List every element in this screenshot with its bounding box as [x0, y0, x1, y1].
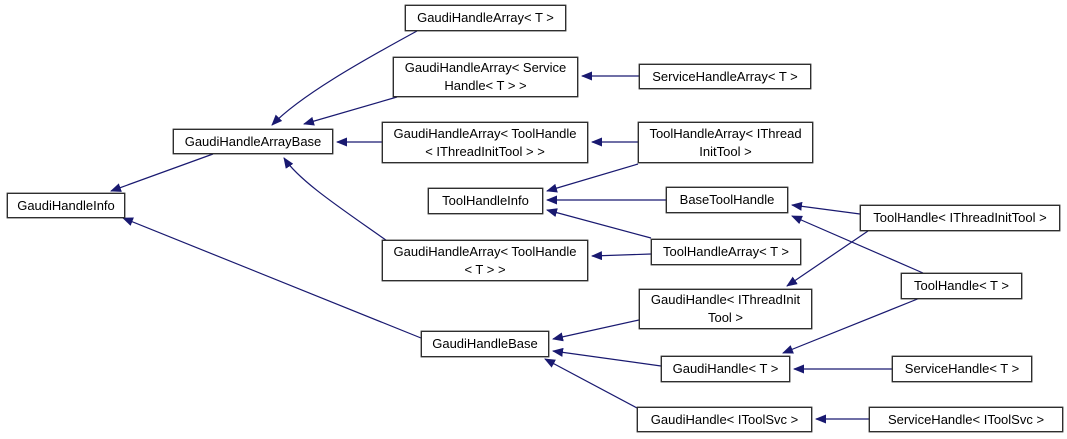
- inheritance-arrow-tool-handle-array-ithreadinittool-to-tool-handle-info: [546, 163, 639, 193]
- class-node-service-handle-t[interactable]: ServiceHandle< T >: [892, 356, 1032, 382]
- class-label-line: ToolHandle< T >: [914, 278, 1009, 293]
- inheritance-arrow-gaudi-handle-itoolsvc-to-gaudi-handle-base: [544, 358, 638, 409]
- inheritance-arrow-tool-handle-t-to-gaudi-handle-t: [782, 297, 921, 354]
- inheritance-arrow-tool-handle-ithreadinittool-to-gaudi-handle-ithreadinittool: [786, 230, 869, 287]
- class-node-gaudi-handle-itoolsvc[interactable]: GaudiHandle< IToolSvc >: [637, 407, 812, 432]
- class-label-line: GaudiHandleArray< Service: [404, 60, 567, 75]
- class-label-line: ServiceHandle< IToolSvc >: [887, 411, 1045, 427]
- class-label-line: < IThreadInitTool > >: [425, 143, 545, 159]
- class-label-line: GaudiHandleArray< ToolHandle: [393, 125, 577, 141]
- class-label-line: GaudiHandle< IThreadInit: [650, 292, 801, 307]
- class-node-base-tool-handle[interactable]: BaseToolHandle: [666, 187, 788, 213]
- class-node-gaudi-handle-array-base[interactable]: GaudiHandleArrayBase: [173, 129, 333, 154]
- class-label-line: ServiceHandleArray< T >: [652, 68, 798, 84]
- inheritance-arrow-gaudi-handle-t-to-gaudi-handle-base: [552, 347, 662, 367]
- class-node-gaudi-handle-array-tool-handle-ithreadinittool[interactable]: GaudiHandleArray< ToolHandle < IThreadIni…: [382, 122, 588, 163]
- class-label-line: ToolHandleArray< T >: [663, 244, 789, 259]
- class-label-line: Handle< T > >: [444, 78, 527, 93]
- class-label-line: InitTool >: [699, 143, 752, 159]
- inheritance-arrow-gaudi-handle-array-base-to-gaudi-handle-info: [110, 153, 214, 192]
- inheritance-arrow-gaudi-handle-array-t-to-gaudi-handle-array-base: [271, 30, 418, 126]
- inheritance-arrow-tool-handle-ithreadinittool-to-base-tool-handle: [791, 201, 861, 215]
- class-node-tool-handle-array-t[interactable]: ToolHandleArray< T >: [651, 239, 801, 265]
- inheritance-arrow-tool-handle-array-t-to-gaudi-handle-array-tool-handle-t: [591, 251, 652, 261]
- class-label-line: ToolHandleInfo: [442, 193, 529, 208]
- class-node-gaudi-handle-array-t[interactable]: GaudiHandleArray< T >: [405, 5, 566, 31]
- inheritance-arrow-gaudi-handle-base-to-gaudi-handle-info: [122, 217, 422, 339]
- class-label-line: ServiceHandle< T >: [904, 361, 1020, 376]
- class-label-line: GaudiHandle< IToolSvc >: [650, 411, 799, 427]
- class-node-gaudi-handle-info[interactable]: GaudiHandleInfo: [7, 193, 125, 218]
- class-label-line: ToolHandleArray< IThread: [649, 125, 802, 141]
- inheritance-arrow-gaudi-handle-array-service-handle-to-gaudi-handle-array-base: [303, 96, 398, 126]
- class-node-gaudi-handle-base[interactable]: GaudiHandleBase: [421, 331, 549, 357]
- class-label-line: BaseToolHandle: [679, 192, 775, 207]
- class-node-service-handle-array-t[interactable]: ServiceHandleArray< T >: [639, 64, 811, 89]
- class-label-line: ToolHandle< IThreadInitTool >: [873, 210, 1047, 225]
- class-node-tool-handle-t[interactable]: ToolHandle< T >: [901, 273, 1022, 299]
- class-node-gaudi-handle-t[interactable]: GaudiHandle< T >: [661, 356, 790, 382]
- class-node-gaudi-handle-array-tool-handle-t[interactable]: GaudiHandleArray< ToolHandle < T > >: [382, 240, 588, 281]
- inheritance-arrow-tool-handle-t-to-base-tool-handle: [791, 215, 924, 274]
- inheritance-arrow-gaudi-handle-array-tool-handle-t-to-gaudi-handle-array-base: [283, 157, 391, 244]
- class-node-tool-handle-ithreadinittool[interactable]: ToolHandle< IThreadInitTool >: [860, 205, 1060, 231]
- class-label-line: GaudiHandle< T >: [672, 361, 779, 376]
- class-label-line: GaudiHandleArrayBase: [184, 133, 322, 149]
- class-node-tool-handle-info[interactable]: ToolHandleInfo: [428, 188, 543, 214]
- class-label-line: GaudiHandleBase: [432, 336, 538, 351]
- class-label-line: GaudiHandleInfo: [17, 197, 115, 213]
- class-label-line: GaudiHandleArray< ToolHandle: [393, 243, 577, 259]
- class-label-line: Tool >: [707, 310, 744, 325]
- inheritance-arrow-gaudi-handle-ithreadinittool-to-gaudi-handle-base: [552, 319, 640, 342]
- class-label-line: < T > >: [464, 261, 506, 277]
- inheritance-arrow-tool-handle-array-t-to-tool-handle-info: [546, 208, 652, 239]
- class-node-service-handle-itoolsvc[interactable]: ServiceHandle< IToolSvc >: [869, 407, 1063, 432]
- class-label-line: GaudiHandleArray< T >: [417, 10, 554, 25]
